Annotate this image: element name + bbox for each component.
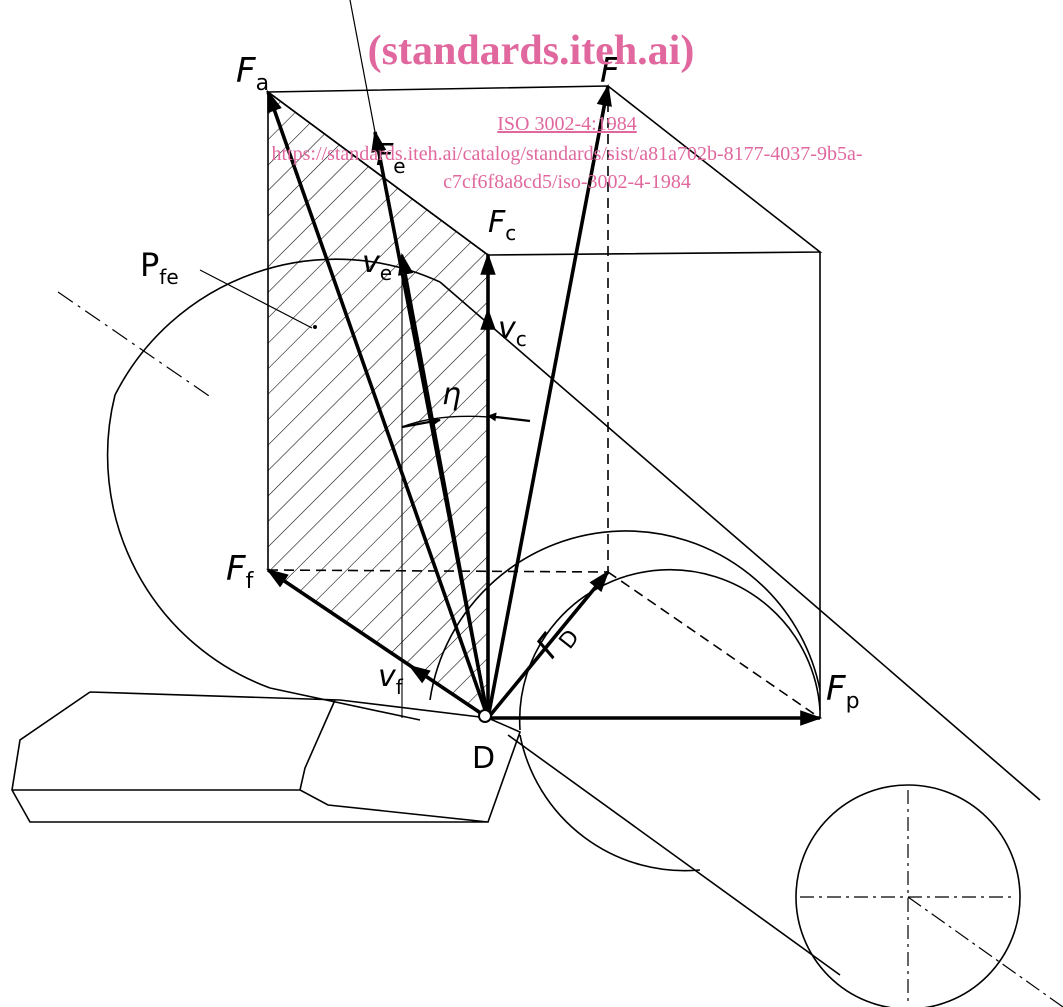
label-vf: vf xyxy=(378,659,404,699)
reference-circle-large xyxy=(429,530,821,872)
watermark-ref-link[interactable]: ISO 3002-4:1984 xyxy=(497,113,636,135)
label-vc: vc xyxy=(498,311,527,351)
label-ve: ve xyxy=(362,245,392,285)
point-D xyxy=(478,709,492,723)
watermark-url-line2: c7cf6f8a8cd5/iso-3002-4-1984 xyxy=(443,171,691,193)
box-dashed-diagonal xyxy=(607,571,821,719)
watermark-title: (standards.iteh.ai) xyxy=(368,28,695,74)
vector-F xyxy=(486,83,612,719)
label-D: D xyxy=(472,741,495,776)
cylinder-axis xyxy=(907,896,1063,1007)
vector-FD xyxy=(486,570,610,720)
label-Fa: Fa xyxy=(236,51,269,96)
workpiece-circle xyxy=(106,258,441,689)
label-Fe: Fe xyxy=(376,138,406,178)
box-dashed-horizontal xyxy=(267,569,609,573)
cutting-tool xyxy=(11,691,522,823)
watermark: (standards.iteh.ai) ISO 3002-4:1984 http… xyxy=(272,28,863,193)
reference-circle-small xyxy=(518,568,821,731)
workpiece-cylinder-edge-upper xyxy=(439,281,1041,801)
vector-ve xyxy=(398,252,490,719)
cylinder-end-circle xyxy=(795,784,1021,1007)
label-Fp: Fp xyxy=(826,669,860,714)
label-Ff: Ff xyxy=(226,549,255,594)
vector-vf xyxy=(408,664,471,708)
workpiece-cylinder-edge-lower xyxy=(269,687,841,976)
label-eta: η xyxy=(442,377,461,412)
plane-dot xyxy=(313,325,317,329)
watermark-url-line1: https://standards.iteh.ai/catalog/standa… xyxy=(272,143,863,165)
vector-Fa xyxy=(266,89,490,719)
label-Pfe: Pfe xyxy=(140,246,179,289)
fe-extension-line xyxy=(349,0,376,133)
eta-arrow-right xyxy=(487,412,531,423)
pfe-leader-line xyxy=(199,269,313,329)
label-Fc: Fc xyxy=(488,205,516,245)
label-F: F xyxy=(600,51,620,91)
